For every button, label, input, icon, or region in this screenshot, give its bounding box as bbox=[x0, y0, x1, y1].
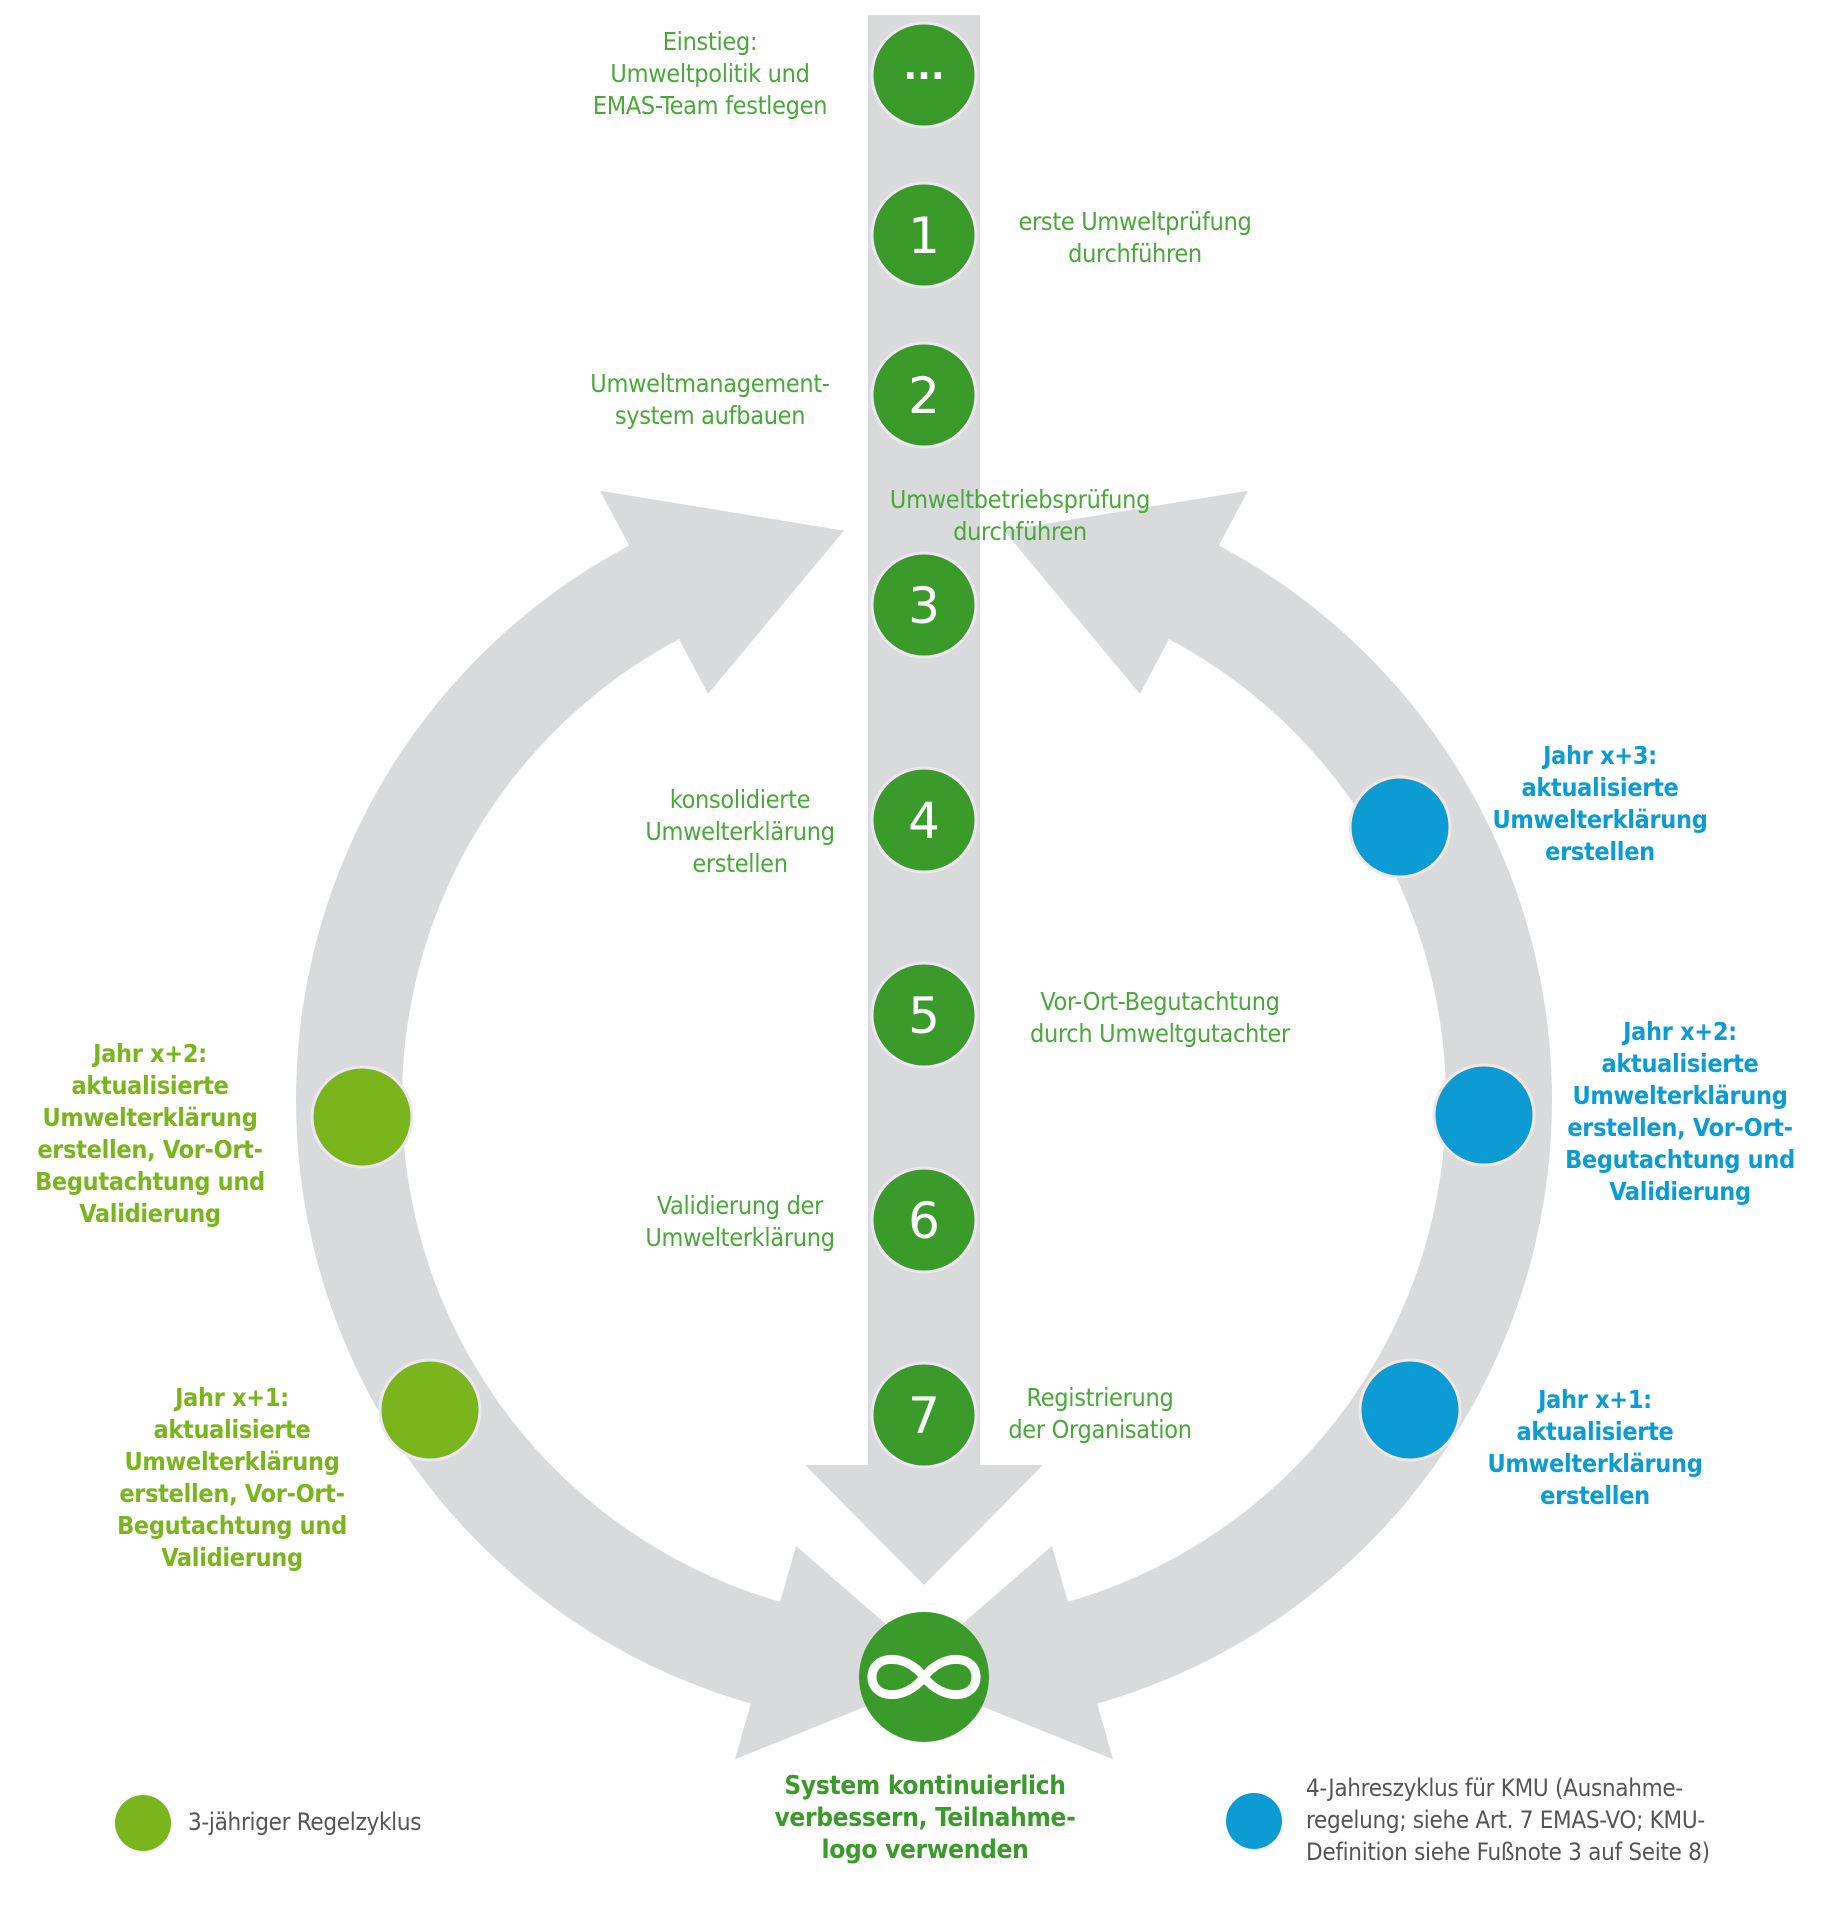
step-circle bbox=[870, 766, 978, 874]
cycle-markers bbox=[310, 775, 1536, 1462]
step-number: 6 bbox=[908, 1192, 940, 1250]
step-number: 3 bbox=[908, 577, 940, 635]
step-marker-6: 6 bbox=[870, 1166, 978, 1274]
cycle3-dot-year1 bbox=[378, 1358, 482, 1462]
left-bottom-arrowhead bbox=[537, 1511, 945, 1760]
step-circle bbox=[870, 961, 978, 1069]
step-marker-entry: ... bbox=[870, 21, 978, 129]
step-label-5: Vor-Ort-Begutachtung durch Umweltgutacht… bbox=[1029, 987, 1291, 1048]
step-markers: ... 1 2 3 4 5 6 7 bbox=[859, 21, 989, 1742]
step-marker-7: 7 bbox=[870, 1361, 978, 1469]
step-number: 7 bbox=[908, 1387, 940, 1445]
step-circle bbox=[870, 1361, 978, 1469]
legend-label-4-year: 4-Jahreszyklus für KMU (Ausnahme- regelu… bbox=[1306, 1774, 1710, 1866]
final-step-marker bbox=[859, 1612, 989, 1742]
cycle3-dot-year2 bbox=[310, 1065, 414, 1169]
final-step-label: System kontinuierlich verbessern, Teilna… bbox=[774, 1771, 1076, 1865]
step-label-entry: Einstieg: Umweltpolitik und EMAS-Team fe… bbox=[592, 27, 828, 120]
step-marker-4: 4 bbox=[870, 766, 978, 874]
step-label-6: Validierung der Umwelterklärung bbox=[645, 1191, 835, 1252]
step-circle bbox=[870, 341, 978, 449]
step-circle bbox=[870, 181, 978, 289]
cycle4-label-year2: Jahr x+2: aktualisierte Umwelterklärung … bbox=[1565, 1017, 1795, 1206]
cycle4-dot-year2 bbox=[1432, 1063, 1536, 1167]
cycle3-label-year1: Jahr x+1: aktualisierte Umwelterklärung … bbox=[117, 1383, 347, 1572]
cycle4-label-year1: Jahr x+1: aktualisierte Umwelterklärung … bbox=[1487, 1385, 1703, 1510]
step-circle bbox=[870, 551, 978, 659]
step-circle bbox=[870, 1166, 978, 1274]
step-marker-1: 1 bbox=[870, 181, 978, 289]
step-label-3: Umweltbetriebsprüfung durchführen bbox=[889, 485, 1151, 546]
legend-swatch-3-year bbox=[115, 1795, 171, 1851]
legend-label-3-year: 3-jähriger Regelzyklus bbox=[188, 1808, 422, 1836]
cycle4-label-year3: Jahr x+3: aktualisierte Umwelterklärung … bbox=[1492, 741, 1708, 866]
infinity-icon bbox=[867, 1654, 981, 1700]
step-marker-5: 5 bbox=[870, 961, 978, 1069]
cycle3-label-year2: Jahr x+2: aktualisierte Umwelterklärung … bbox=[35, 1039, 265, 1228]
step-label-4: konsolidierte Umwelterklärung erstellen bbox=[645, 785, 835, 878]
step-label-2: Umweltmanagement- system aufbauen bbox=[590, 369, 830, 430]
cycle4-dot-year3 bbox=[1348, 775, 1452, 879]
step-number: ... bbox=[903, 47, 944, 88]
right-bottom-arrowhead bbox=[903, 1511, 1311, 1760]
step-number: 4 bbox=[908, 792, 940, 850]
step-marker-2: 2 bbox=[870, 341, 978, 449]
step-circle bbox=[870, 21, 978, 129]
legend-swatch-4-year bbox=[1226, 1793, 1282, 1849]
step-label-7: Registrierung der Organisation bbox=[1008, 1383, 1192, 1444]
cycle4-dot-year1 bbox=[1358, 1358, 1462, 1462]
step-marker-3: 3 bbox=[870, 551, 978, 659]
step-number: 1 bbox=[908, 207, 940, 265]
step-number: 5 bbox=[908, 987, 940, 1045]
step-label-1: erste Umweltprüfung durchführen bbox=[1018, 207, 1252, 268]
step-number: 2 bbox=[908, 367, 940, 425]
